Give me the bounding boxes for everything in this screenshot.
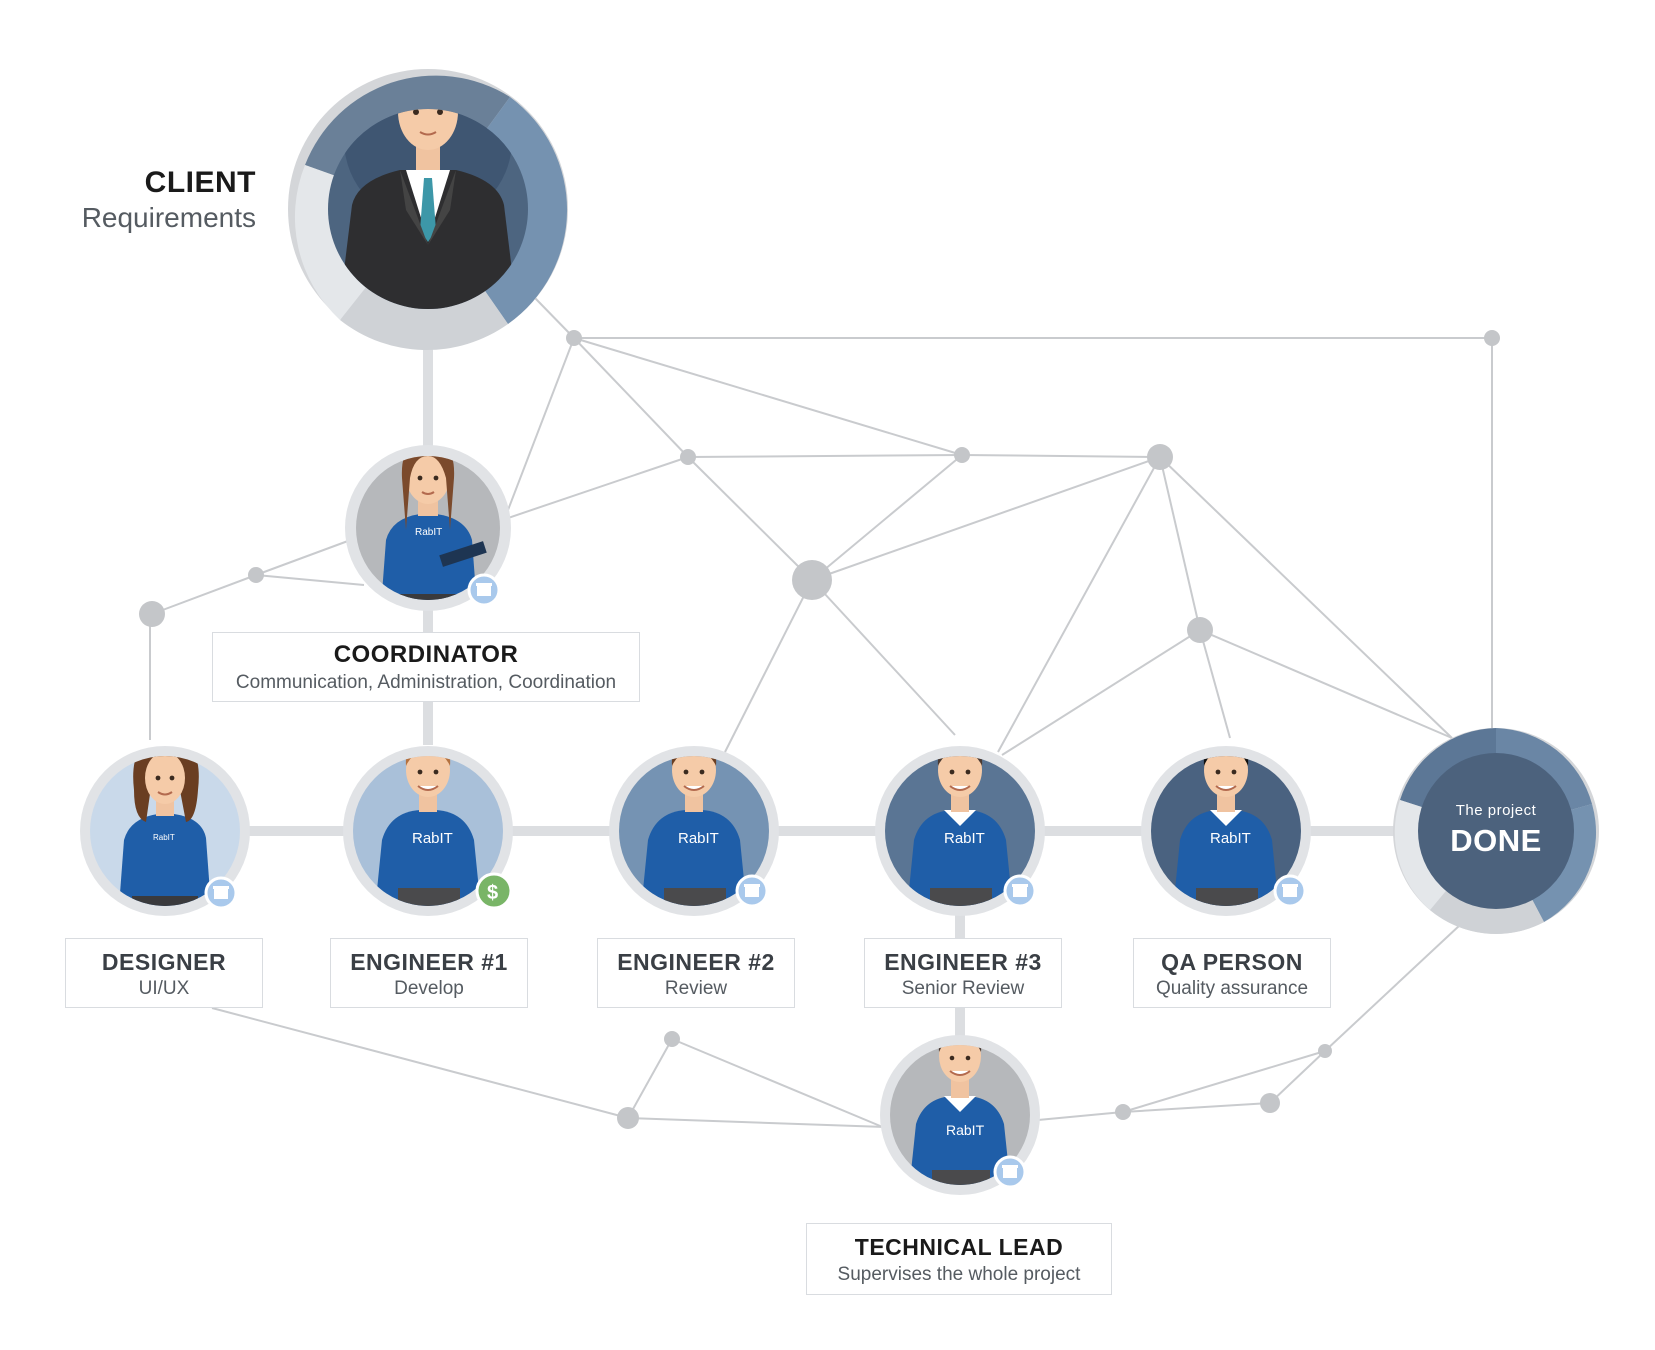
done-small-text: The project xyxy=(1455,802,1537,819)
qa-person-subtitle: Quality assurance xyxy=(1155,978,1309,999)
client-label: CLIENT Requirements xyxy=(40,166,256,234)
shirt-logo-text: RabIT xyxy=(153,833,175,842)
gift-icon xyxy=(1012,884,1028,897)
gift-icon xyxy=(476,583,492,596)
technical-lead-label: TECHNICAL LEAD Supervises the whole proj… xyxy=(806,1223,1112,1295)
client-avatar xyxy=(288,69,568,351)
technical-lead-avatar: RabIT xyxy=(880,1035,1040,1195)
engineer-3-subtitle: Senior Review xyxy=(901,978,1025,999)
qa-person-avatar: RabIT xyxy=(1141,746,1311,916)
engineer-3-avatar: RabIT xyxy=(875,746,1045,916)
gift-icon xyxy=(1002,1165,1018,1178)
client-subtitle: Requirements xyxy=(81,202,256,233)
shirt-logo-text: RabIT xyxy=(415,527,442,538)
done-label: The project DONE xyxy=(1418,802,1574,859)
engineer-1-label: ENGINEER #1 Develop xyxy=(330,938,528,1008)
engineer-1-subtitle: Develop xyxy=(394,978,464,999)
network-lines xyxy=(149,297,1493,1129)
dollar-icon: $ xyxy=(487,882,498,904)
shirt-logo-text: RabIT xyxy=(412,830,453,847)
coordinator-subtitle: Communication, Administration, Coordinat… xyxy=(235,672,617,693)
coordinator-label: COORDINATOR Communication, Administratio… xyxy=(212,632,640,702)
engineer-2-avatar: RabIT xyxy=(609,746,779,916)
engineer-3-title: ENGINEER #3 xyxy=(884,949,1042,975)
coordinator-avatar: RabIT xyxy=(345,445,511,611)
client-title: CLIENT xyxy=(144,166,256,199)
designer-title: DESIGNER xyxy=(101,949,227,975)
technical-lead-title: TECHNICAL LEAD xyxy=(854,1234,1064,1260)
shirt-logo-text: RabIT xyxy=(944,830,985,847)
gift-icon xyxy=(213,886,229,899)
designer-avatar: RabIT xyxy=(80,746,250,916)
engineer-1-title: ENGINEER #1 xyxy=(350,949,508,975)
qa-person-label: QA PERSON Quality assurance xyxy=(1133,938,1331,1008)
qa-person-title: QA PERSON xyxy=(1161,949,1303,975)
engineer-1-avatar: RabIT $ xyxy=(343,746,513,916)
shirt-logo-text: RabIT xyxy=(946,1122,985,1138)
gift-icon xyxy=(744,884,760,897)
engineer-2-label: ENGINEER #2 Review xyxy=(597,938,795,1008)
gift-icon xyxy=(1282,884,1298,897)
designer-label: DESIGNER UI/UX xyxy=(65,938,263,1008)
shirt-logo-text: RabIT xyxy=(1210,830,1251,847)
engineer-2-subtitle: Review xyxy=(664,978,728,999)
network-nodes xyxy=(139,330,1500,1129)
shirt-logo-text: RabIT xyxy=(678,830,719,847)
engineer-2-title: ENGINEER #2 xyxy=(617,949,775,975)
technical-lead-subtitle: Supervises the whole project xyxy=(837,1264,1081,1285)
designer-subtitle: UI/UX xyxy=(138,978,190,999)
done-ring xyxy=(1393,728,1599,934)
engineer-3-label: ENGINEER #3 Senior Review xyxy=(864,938,1062,1008)
coordinator-title: COORDINATOR xyxy=(333,641,519,668)
done-big-text: DONE xyxy=(1450,823,1542,858)
